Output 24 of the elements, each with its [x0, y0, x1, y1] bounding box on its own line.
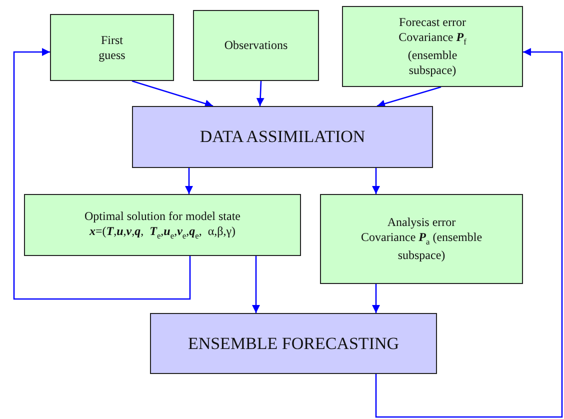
box-text: Analysis error Covariance P$_{a}$ (ensemble subspace): [361, 215, 482, 263]
arrow: [252, 256, 260, 313]
box-text: Forecast error Covariance P$_{f}$ (ensemble subspace): [398, 15, 468, 78]
arrow: [372, 284, 380, 313]
box-text: x=(T,u,v,q, T$_{e}$,u$_{e}$,v$_{e}$,q$_{e}$, α,β,γ): [89, 224, 236, 242]
process-box: [24, 194, 301, 256]
box-text: DATA ASSIMILATION: [200, 127, 366, 147]
box-text: Optimal solution for model state: [84, 208, 240, 224]
process-box: [320, 194, 523, 284]
process-box: [193, 10, 319, 81]
box-text: First guess: [98, 32, 126, 62]
process-box: [50, 14, 174, 81]
arrow: [256, 80, 264, 106]
box-text: ENSEMBLE FORECASTING: [188, 334, 400, 354]
arrow: [375, 48, 563, 418]
process-box: [132, 106, 433, 168]
arrow: [376, 86, 442, 108]
process-box: [150, 313, 437, 374]
arrow: [132, 80, 214, 108]
arrow: [185, 168, 193, 194]
arrow: [372, 168, 380, 194]
arrow: [13, 48, 191, 300]
process-box: [342, 6, 523, 87]
box-text: Observations: [224, 38, 288, 53]
